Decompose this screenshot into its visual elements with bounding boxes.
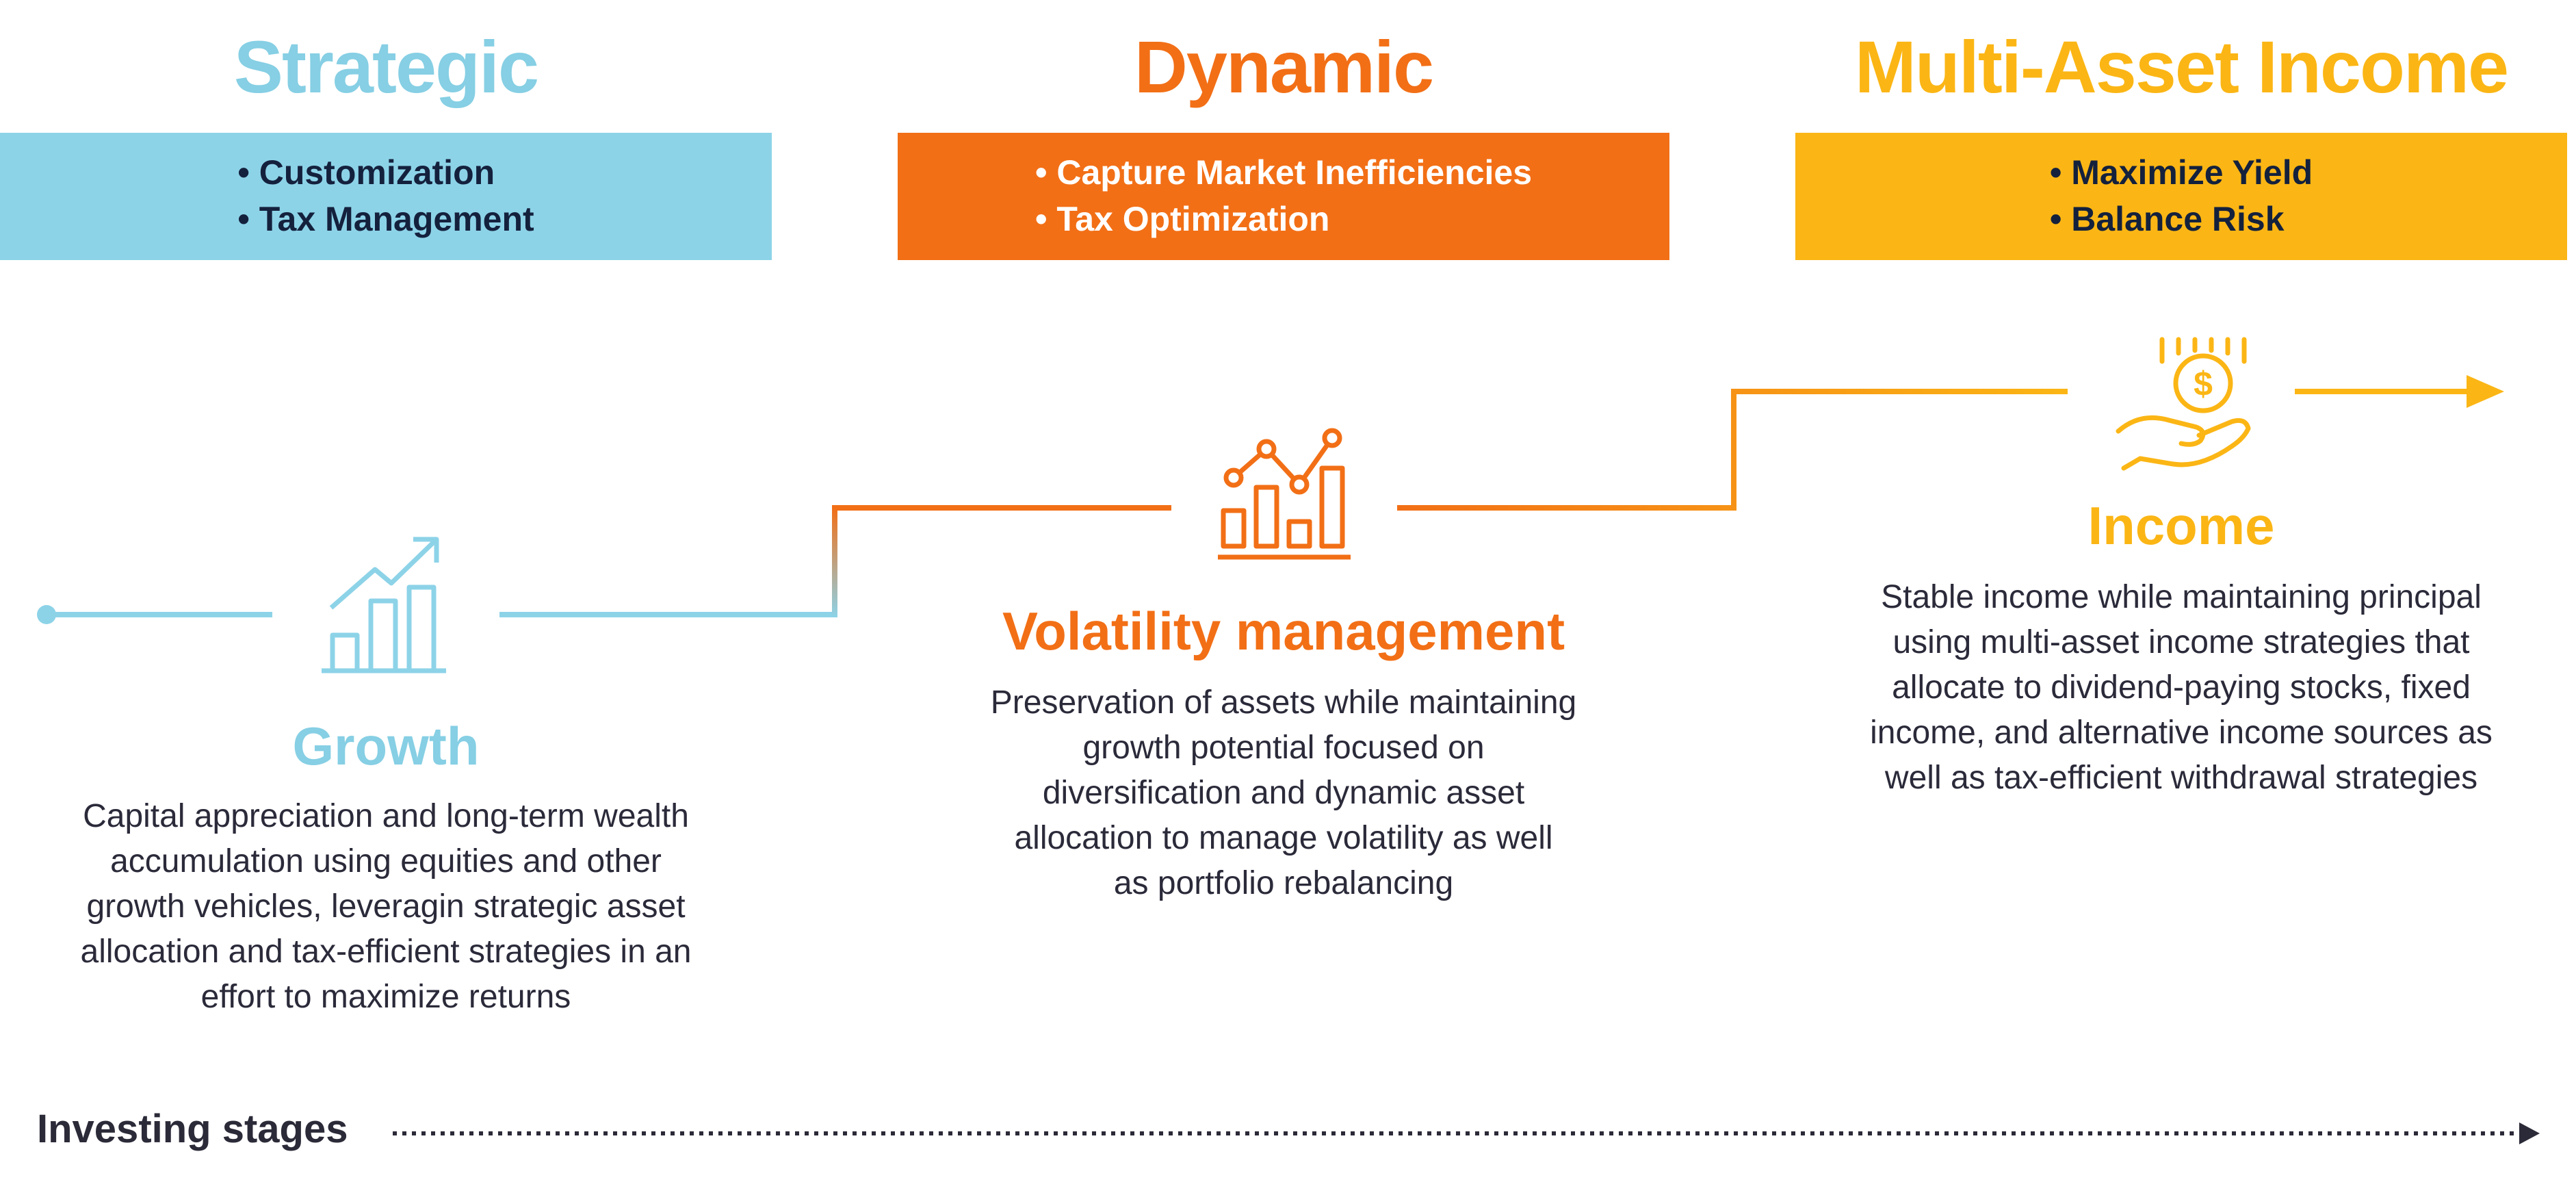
multi-asset-bullet-list: Maximize Yield Balance Risk	[2050, 149, 2313, 242]
column-title-dynamic: Dynamic	[1134, 25, 1434, 108]
band-dynamic: Capture Market Inefficiencies Tax Optimi…	[898, 133, 1669, 260]
band-strategic: Customization Tax Management	[0, 133, 772, 260]
investing-stages-arrow	[393, 1122, 2540, 1144]
stage-description-volatility: Preservation of assets while maintaining…	[990, 684, 1577, 901]
bullet-maximize-yield: Maximize Yield	[2050, 149, 2313, 196]
dollar-sign-icon: $	[2194, 365, 2213, 403]
column-title-multi-asset-income: Multi-Asset Income	[1854, 25, 2509, 108]
stage-description-growth: Capital appreciation and long-term wealt…	[80, 798, 692, 1015]
bullet-customization: Customization	[237, 149, 534, 196]
bar-chart-line-icon	[1218, 428, 1351, 560]
bullet-capture-market-inefficiencies: Capture Market Inefficiencies	[1035, 149, 1532, 196]
bullet-tax-management: Tax Management	[237, 196, 534, 242]
step-connector-volatility-income	[1397, 389, 2068, 511]
income-arrow	[2295, 375, 2504, 408]
column-title-strategic: Strategic	[233, 25, 539, 108]
investing-stages-label: Investing stages	[37, 1107, 348, 1151]
strategic-bullet-list: Customization Tax Management	[237, 149, 534, 242]
stage-title-volatility: Volatility management	[1002, 601, 1565, 661]
bar-chart-trend-up-icon	[322, 537, 446, 673]
bullet-balance-risk: Balance Risk	[2050, 196, 2313, 242]
stage-description-income: Stable income while maintaining principa…	[1870, 579, 2493, 796]
growth-connector	[37, 605, 835, 624]
hand-coin-icon	[2116, 337, 2251, 471]
band-multi-asset-income: Maximize Yield Balance Risk	[1795, 133, 2567, 260]
dynamic-bullet-list: Capture Market Inefficiencies Tax Optimi…	[1035, 149, 1532, 242]
stage-title-growth: Growth	[292, 716, 480, 776]
bullet-tax-optimization: Tax Optimization	[1035, 196, 1532, 242]
stage-title-income: Income	[2087, 496, 2275, 556]
